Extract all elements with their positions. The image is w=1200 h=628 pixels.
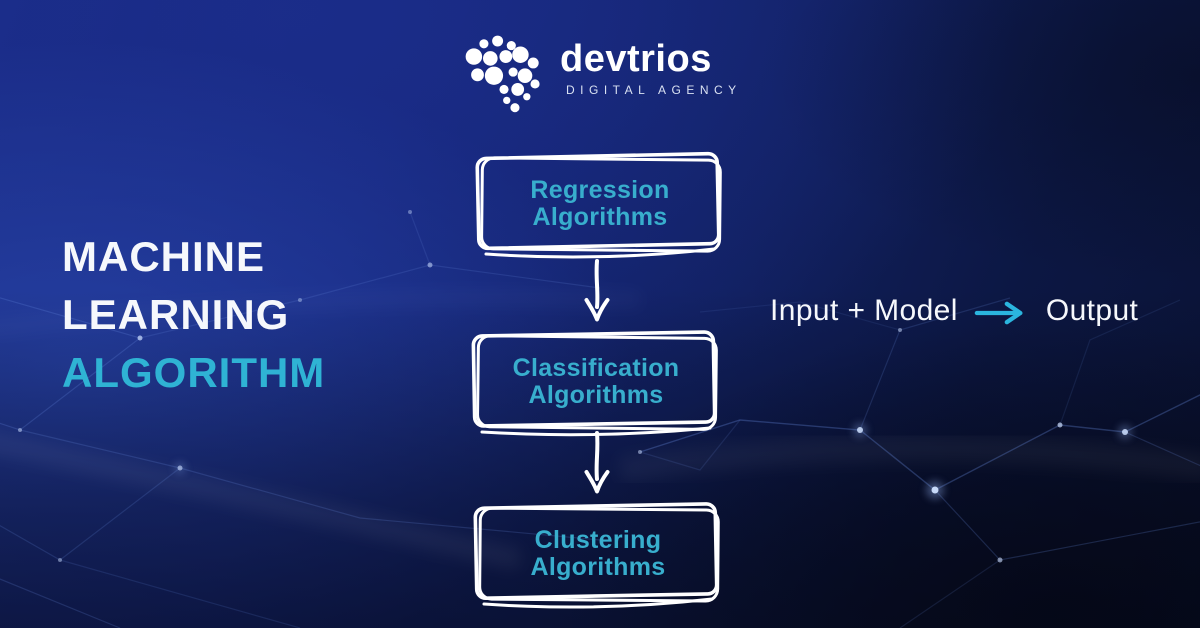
flow-node-label: Classification Algorithms: [513, 355, 680, 409]
sketch-box-border: [475, 151, 722, 259]
flow-node-label-line1: Regression: [530, 176, 670, 204]
flow-node-label-line1: Classification: [512, 354, 680, 382]
brand-logo: devtrios DIGITAL AGENCY: [462, 32, 742, 114]
equation: Input + Model Output: [770, 294, 1138, 328]
flow-node-regression: Regression Algorithms: [470, 146, 730, 262]
flow-node-label-line2: Algorithms: [530, 553, 666, 581]
flow-node-classification: Classification Algorithms: [466, 324, 726, 440]
equation-input-label: Input + Model: [770, 294, 958, 327]
page-title: MACHINE LEARNING ALGORITHM: [62, 228, 325, 402]
flow-node-label: Regression Algorithms: [530, 177, 669, 231]
brand-text: devtrios DIGITAL AGENCY: [560, 32, 742, 97]
title-line-1: MACHINE: [62, 233, 265, 280]
flow-node-label-line1: Clustering: [534, 526, 662, 554]
flow-node-label-line2: Algorithms: [528, 381, 664, 409]
brain-dots-icon: [465, 35, 540, 113]
brand-tagline: DIGITAL AGENCY: [566, 83, 742, 97]
right-arrow-icon: [974, 301, 1023, 324]
equation-output-label: Output: [1045, 294, 1139, 327]
flow-node-label-line2: Algorithms: [532, 203, 668, 231]
sketch-box-border: [473, 502, 720, 609]
sketch-box-border: [471, 330, 718, 437]
down-arrow-icon: [584, 431, 610, 494]
flow-node-clustering: Clustering Algorithms: [468, 496, 728, 612]
brand-name: devtrios: [560, 38, 712, 80]
title-line-2: LEARNING: [62, 291, 290, 338]
flow-node-label: Clustering Algorithms: [531, 527, 666, 581]
title-line-3: ALGORITHM: [62, 349, 326, 396]
down-arrow-icon: [584, 259, 610, 322]
